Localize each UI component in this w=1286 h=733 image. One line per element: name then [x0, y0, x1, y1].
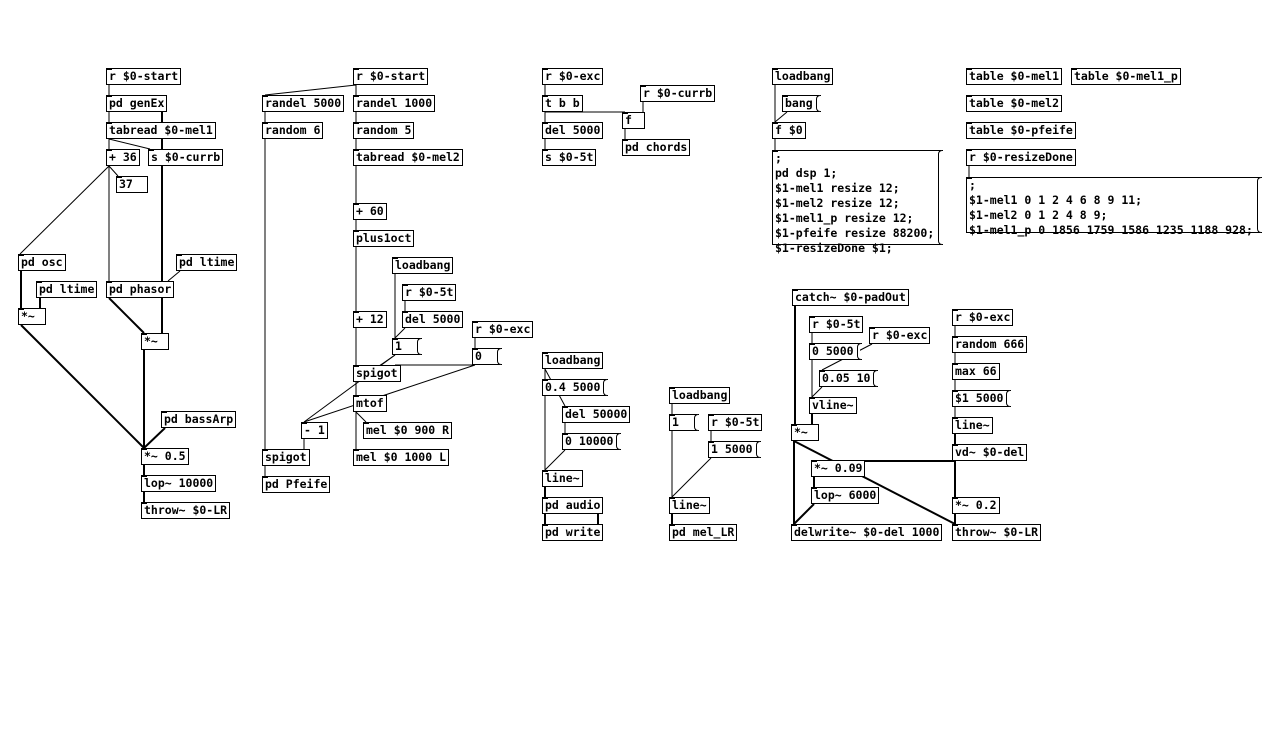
vline-signal-object[interactable]: vline~	[809, 397, 857, 414]
pd-genex-subpatch[interactable]: pd genEx	[106, 95, 168, 112]
pd-ltime-subpatch[interactable]: pd ltime	[36, 281, 98, 298]
receive-5t-object[interactable]: r $0-5t	[402, 284, 457, 301]
plus1oct-object[interactable]: plus1oct	[353, 230, 415, 247]
receive-exc-object[interactable]: r $0-exc	[869, 327, 931, 344]
receive-start-object[interactable]: r $0-start	[106, 68, 182, 85]
table-mel2-object[interactable]: table $0-mel2	[966, 95, 1063, 112]
multiply-signal-object[interactable]: *~	[791, 424, 819, 441]
send-currb-object[interactable]: s $0-currb	[148, 149, 224, 166]
multiply-signal-object[interactable]: *~	[18, 308, 46, 325]
spigot-object[interactable]: spigot	[262, 449, 310, 466]
receive-start-object[interactable]: r $0-start	[353, 68, 429, 85]
loadbang-object[interactable]: loadbang	[772, 68, 834, 85]
pd-ltime-subpatch[interactable]: pd ltime	[176, 254, 238, 271]
lowpass-object[interactable]: lop~ 10000	[141, 475, 217, 492]
receive-exc-object[interactable]: r $0-exc	[472, 321, 534, 338]
add-36-object[interactable]: + 36	[106, 149, 140, 166]
add-12-object[interactable]: + 12	[353, 311, 387, 328]
message-0.05-10[interactable]: 0.05 10	[819, 370, 879, 387]
random-666-object[interactable]: random 666	[952, 336, 1028, 353]
bang-message[interactable]: bang	[782, 95, 821, 112]
receive-currb-object[interactable]: r $0-currb	[640, 85, 716, 102]
randel-5000-object[interactable]: randel 5000	[262, 95, 345, 112]
spigot-object[interactable]: spigot	[353, 365, 401, 382]
pd-chords-subpatch[interactable]: pd chords	[622, 139, 691, 156]
number-box[interactable]: 37	[116, 176, 148, 193]
vd-del-object[interactable]: vd~ $0-del	[952, 444, 1028, 461]
random-6-object[interactable]: random 6	[262, 122, 324, 139]
lowpass-6000-object[interactable]: lop~ 6000	[811, 487, 880, 504]
loadbang-object[interactable]: loadbang	[669, 387, 731, 404]
pd-pfeife-subpatch[interactable]: pd Pfeife	[262, 476, 331, 493]
message-0.4-5000[interactable]: 0.4 5000	[542, 379, 609, 396]
line-signal-object[interactable]: line~	[669, 497, 710, 514]
table-pfeife-object[interactable]: table $0-pfeife	[966, 122, 1076, 139]
receive-5t-object[interactable]: r $0-5t	[809, 316, 864, 333]
throw-lr-object[interactable]: throw~ $0-LR	[952, 524, 1042, 541]
send-5t-object[interactable]: s $0-5t	[542, 149, 597, 166]
throw-lr-object[interactable]: throw~ $0-LR	[141, 502, 231, 519]
subtract-1-object[interactable]: - 1	[301, 422, 328, 439]
add-60-object[interactable]: + 60	[353, 203, 387, 220]
message-0-5000[interactable]: 0 5000	[809, 343, 862, 360]
message-0[interactable]: 0	[472, 348, 502, 365]
tabread-mel2-object[interactable]: tabread $0-mel2	[353, 149, 463, 166]
mel-1000-l-object[interactable]: mel $0 1000 L	[353, 449, 450, 466]
line-signal-object[interactable]: line~	[952, 417, 993, 434]
pd-phasor-subpatch[interactable]: pd phasor	[106, 281, 175, 298]
receive-exc-object[interactable]: r $0-exc	[952, 309, 1014, 326]
float-dollar0-object[interactable]: f $0	[772, 122, 806, 139]
trigger-object[interactable]: t b b	[542, 95, 583, 112]
loadbang-object[interactable]: loadbang	[392, 257, 454, 274]
delay-5000-object[interactable]: del 5000	[542, 122, 604, 139]
pd-write-subpatch[interactable]: pd write	[542, 524, 604, 541]
pd-audio-subpatch[interactable]: pd audio	[542, 497, 604, 514]
receive-exc-object[interactable]: r $0-exc	[542, 68, 604, 85]
mtof-object[interactable]: mtof	[353, 395, 387, 412]
delwrite-object[interactable]: delwrite~ $0-del 1000	[791, 524, 943, 541]
table-mel1-p-object[interactable]: table $0-mel1_p	[1071, 68, 1181, 85]
delay-5000-object[interactable]: del 5000	[402, 311, 464, 328]
multiply-signal-object[interactable]: *~	[141, 333, 169, 350]
message-0-10000[interactable]: 0 10000	[562, 433, 622, 450]
multiply-0.2-object[interactable]: *~ 0.2	[952, 497, 1000, 514]
message-1-5000[interactable]: 1 5000	[708, 441, 761, 458]
random-5-object[interactable]: random 5	[353, 122, 415, 139]
randel-1000-object[interactable]: randel 1000	[353, 95, 436, 112]
receive-5t-object[interactable]: r $0-5t	[708, 414, 763, 431]
catch-padout-object[interactable]: catch~ $0-padOut	[792, 289, 909, 306]
mel-900-r-object[interactable]: mel $0 900 R	[363, 422, 453, 439]
multiply-0.99-object[interactable]: *~ 0.09	[811, 460, 866, 477]
tabread-mel1-object[interactable]: tabread $0-mel1	[106, 122, 216, 139]
table-values-message[interactable]: ; $1-mel1 0 1 2 4 6 8 9 11; $1-mel2 0 1 …	[966, 177, 1262, 237]
receive-resizedone-object[interactable]: r $0-resizeDone	[966, 149, 1076, 166]
pd-osc-subpatch[interactable]: pd osc	[18, 254, 66, 271]
message-1[interactable]: 1	[392, 338, 422, 355]
line-signal-object[interactable]: line~	[542, 470, 583, 487]
table-mel1-object[interactable]: table $0-mel1	[966, 68, 1063, 85]
multiply-half-object[interactable]: *~ 0.5	[141, 448, 189, 465]
message-dollar1-5000[interactable]: $1 5000	[952, 390, 1012, 407]
max-66-object[interactable]: max 66	[952, 363, 1000, 380]
pd-mel-lr-subpatch[interactable]: pd mel_LR	[669, 524, 738, 541]
pd-bassarp-subpatch[interactable]: pd bassArp	[161, 411, 237, 428]
init-message[interactable]: ; pd dsp 1; $1-mel1 resize 12; $1-mel2 r…	[772, 150, 943, 255]
loadbang-object[interactable]: loadbang	[542, 352, 604, 369]
message-1[interactable]: 1	[669, 414, 699, 431]
delay-50000-object[interactable]: del 50000	[562, 406, 631, 423]
float-object[interactable]: f	[622, 112, 645, 129]
